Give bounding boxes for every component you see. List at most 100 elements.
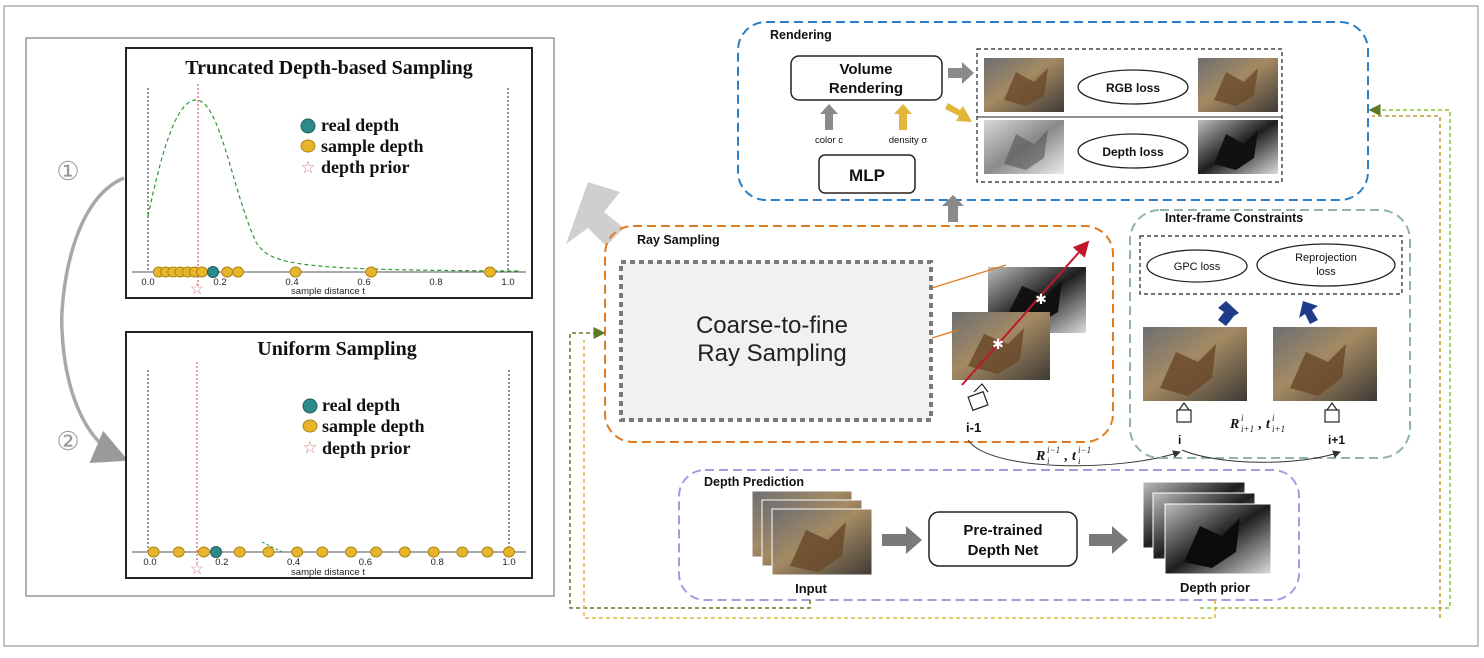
pose-label-next: R i+1 i , t i+1 i xyxy=(1229,413,1285,434)
ray-sampling-label: Ray Sampling xyxy=(637,233,720,247)
top-sample-point-11 xyxy=(484,266,496,278)
bottom-dash-flat xyxy=(261,541,283,553)
rendering-box xyxy=(737,21,1369,201)
depth-loss-ellipse xyxy=(1077,133,1189,169)
step2-marker: ② xyxy=(56,426,79,456)
rendering-label: Rendering xyxy=(770,28,832,42)
svg-text:R: R xyxy=(1035,449,1045,464)
top-legend-prior-marker: ☆ xyxy=(300,158,315,177)
gpc-loss-ellipse[interactable] xyxy=(1146,249,1248,283)
coarse-to-fine-box[interactable] xyxy=(619,260,933,422)
top-tick-1: 0.2 xyxy=(213,277,226,288)
ray-star-back: ✱ xyxy=(1035,291,1047,307)
density-up-arrow xyxy=(894,104,912,130)
feedback-lime-line xyxy=(1200,104,1451,609)
top-legend-sample: sample depth xyxy=(321,136,424,156)
loss-panel xyxy=(976,48,1283,183)
depth-prior-label: Depth prior xyxy=(1180,580,1250,595)
feedback-green-line xyxy=(569,327,811,609)
bottom-sample-point-1 xyxy=(172,546,185,558)
bottom-sample-point-2 xyxy=(197,546,210,558)
depth-net-line1: Pre-trained xyxy=(963,522,1042,539)
svg-text:i: i xyxy=(1241,413,1244,423)
top-legend-real: real depth xyxy=(321,115,399,135)
color-label: color c xyxy=(815,135,843,146)
loop-arrow xyxy=(60,176,129,464)
input-to-net-arrow xyxy=(882,526,922,554)
density-label: density σ xyxy=(889,135,928,146)
inter-frame-label: Inter-frame Constraints xyxy=(1165,211,1303,225)
top-tick-0: 0.0 xyxy=(141,277,154,288)
coarse-to-fine-line1: Coarse-to-fine xyxy=(696,312,848,339)
bottom-sample-point-11 xyxy=(456,546,469,558)
bottom-legend-real: real depth xyxy=(322,395,400,415)
bottom-tick-3: 0.6 xyxy=(359,557,372,568)
camera-icon-i xyxy=(1176,401,1192,423)
depth-prediction-label: Depth Prediction xyxy=(704,475,804,489)
volume-rendering-line2: Rendering xyxy=(829,80,903,97)
plot-top-title: Truncated Depth-based Sampling xyxy=(185,57,472,79)
inter-up-arrow-left xyxy=(1218,301,1239,326)
top-sample-point-10 xyxy=(365,266,378,278)
plot-top: Truncated Depth-based Sampling ☆ 0.0 0.2 0… xyxy=(125,47,533,299)
bottom-sample-point-9 xyxy=(398,546,411,558)
bottom-prior-star: ☆ xyxy=(190,561,204,578)
pose-curve-prev xyxy=(967,439,1181,467)
camera-icon-prev xyxy=(967,383,989,412)
top-sample-point-9 xyxy=(289,266,302,278)
bottom-legend-sample-marker xyxy=(302,419,318,433)
bottom-legend-real-marker xyxy=(302,398,318,414)
mlp-box[interactable] xyxy=(818,154,916,194)
volume-rendering-box[interactable] xyxy=(790,55,943,101)
bottom-tick-4: 0.8 xyxy=(431,557,444,568)
top-sample-point-7 xyxy=(221,266,234,278)
coarse-to-fine-line2: Ray Sampling xyxy=(697,340,846,367)
color-up-arrow xyxy=(820,104,838,130)
svg-text:i: i xyxy=(1047,456,1050,466)
top-tick-5: 1.0 xyxy=(501,277,514,288)
depth-net-box[interactable] xyxy=(928,511,1078,567)
reprojection-loss-line2: loss xyxy=(1316,266,1336,278)
svg-text:,: , xyxy=(1258,417,1262,432)
depth-loss-label: Depth loss xyxy=(1102,145,1164,159)
reprojection-loss-ellipse[interactable] xyxy=(1256,243,1396,287)
svg-text:R: R xyxy=(1229,417,1239,432)
inter-up-arrow-right xyxy=(1299,301,1318,324)
bottom-legend-prior: depth prior xyxy=(322,438,411,458)
camera-icon-next xyxy=(1324,401,1340,423)
bottom-sample-point-3 xyxy=(233,546,246,558)
pose-curve-next xyxy=(1181,449,1341,463)
bottom-real-depth-point xyxy=(210,546,222,558)
rgb-arrow xyxy=(948,62,974,84)
bottom-tick-5: 1.0 xyxy=(502,557,515,568)
bottom-legend-sample: sample depth xyxy=(322,416,425,436)
top-prior-star: ☆ xyxy=(190,281,204,298)
bottom-legend-prior-marker: ☆ xyxy=(302,438,317,457)
bottom-sample-point-5 xyxy=(291,546,304,558)
svg-text:i+1: i+1 xyxy=(1272,424,1285,434)
top-tick-4: 0.8 xyxy=(429,277,442,288)
input-label: Input xyxy=(795,581,827,596)
bottom-sample-point-7 xyxy=(345,546,358,558)
bottom-tick-2: 0.4 xyxy=(287,557,300,568)
reprojection-loss-line1: Reprojection xyxy=(1295,252,1357,264)
bottom-sample-point-13 xyxy=(503,546,515,558)
top-tick-2: 0.4 xyxy=(285,277,298,288)
frame-i-label: i xyxy=(1178,433,1181,447)
depth-net-line2: Depth Net xyxy=(968,542,1039,559)
bottom-sample-point-0 xyxy=(147,546,160,558)
svg-text:t: t xyxy=(1072,449,1077,464)
bottom-xlabel: sample distance t xyxy=(291,567,365,578)
top-legend-prior: depth prior xyxy=(321,157,410,177)
top-xlabel: sample distance t xyxy=(291,286,365,297)
svg-text:,: , xyxy=(1064,449,1068,464)
gpc-loss-label: GPC loss xyxy=(1174,261,1221,273)
top-sample-point-8 xyxy=(232,266,244,278)
svg-text:i+1: i+1 xyxy=(1241,424,1254,434)
inter-loss-panel xyxy=(1139,235,1403,295)
depth-prediction-box xyxy=(678,469,1300,601)
up-to-rendering-arrow xyxy=(942,195,964,222)
ray-star-front: ✱ xyxy=(992,336,1004,352)
